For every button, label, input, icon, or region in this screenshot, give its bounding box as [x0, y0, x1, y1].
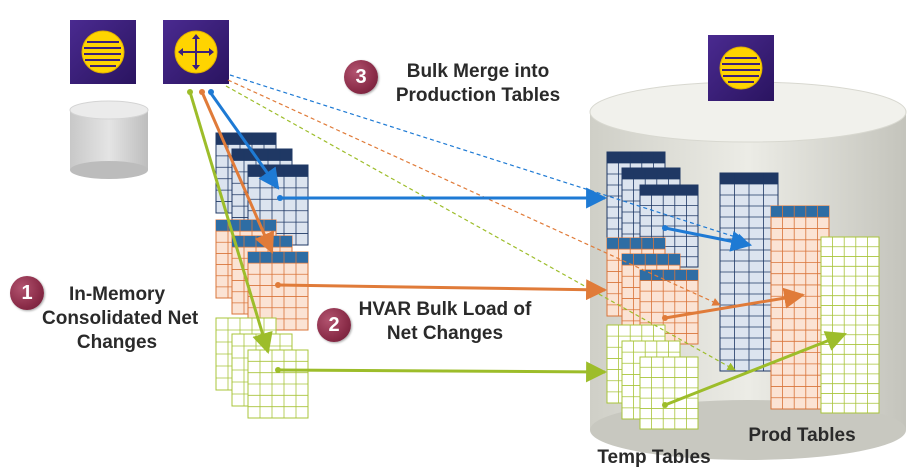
replication-agent-four-way-arrows-icon [163, 20, 229, 84]
prod-blue-table [719, 172, 779, 372]
step-3-line-1: Bulk Merge into [406, 61, 550, 82]
prod-tables-label: Prod Tables [748, 425, 856, 446]
step-2-badge: 2 [317, 308, 351, 342]
prod-orange-table [770, 205, 830, 410]
step-1-line-2: Consolidated Net [42, 308, 199, 329]
step-2-label: HVAR Bulk Load of Net Changes [345, 298, 545, 346]
source-database-cylinder [69, 100, 149, 179]
step-1-label: In-Memory Consolidated Net Changes [42, 283, 199, 355]
temp-tables-label: Temp Tables [597, 447, 711, 468]
target-server-list-icon [708, 35, 774, 101]
dashed-merge-lines [225, 74, 746, 371]
load-arrows [188, 91, 280, 355]
source-green-table-3 [247, 349, 309, 419]
step-2-line-1: HVAR Bulk Load of [358, 299, 532, 320]
step-1-line-3: Changes [76, 332, 158, 353]
merge-arrows [664, 226, 847, 407]
bulk-load-arrows [277, 187, 608, 383]
prod-green-table [820, 236, 880, 414]
source-server-list-icon [70, 20, 136, 84]
temp-green-table-3 [639, 356, 699, 430]
step-1-badge: 1 [10, 276, 44, 310]
step-1-line-1: In-Memory [68, 284, 166, 305]
step-2-line-2: Net Changes [386, 323, 504, 344]
step-3-badge: 3 [344, 60, 378, 94]
step-3-label: Bulk Merge into Production Tables [378, 60, 578, 108]
step-3-line-2: Production Tables [395, 85, 561, 106]
arrow-start-dots [187, 89, 668, 408]
